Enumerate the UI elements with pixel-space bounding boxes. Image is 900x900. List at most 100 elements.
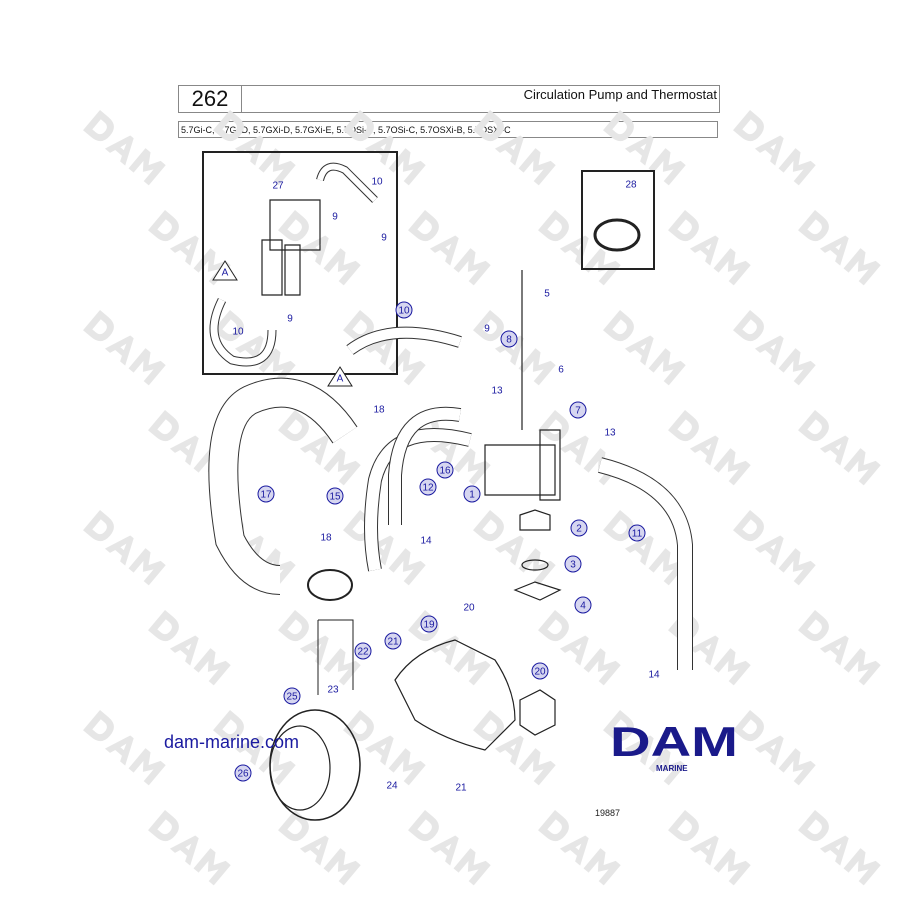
watermark-mark: [538, 210, 621, 286]
callout-circle: [384, 632, 402, 650]
watermark-mark: [668, 410, 751, 486]
callout-10: 10: [395, 301, 413, 319]
watermark-mark: [278, 610, 361, 686]
callout-13: 13: [604, 428, 616, 439]
callout-label: 10: [398, 306, 410, 317]
inset-box-fuel-pump: [202, 151, 398, 375]
callout-label: 9: [332, 212, 338, 223]
image-number: 19887: [595, 808, 621, 818]
callout-label: 12: [422, 483, 434, 494]
clamp-18: [307, 569, 353, 601]
callout-circle: [463, 485, 481, 503]
callout-12: 12: [419, 478, 437, 496]
watermark-mark: [408, 610, 491, 686]
leader-lines: [317, 619, 354, 695]
callout-circle: [395, 301, 413, 319]
watermark-mark: [83, 310, 166, 386]
callout-label: 23: [327, 685, 339, 696]
watermark-mark: [473, 310, 556, 386]
callout-26: 26: [234, 764, 252, 782]
watermark: [83, 110, 881, 886]
diagram-drawing: [202, 151, 693, 821]
callout-21: 21: [455, 783, 467, 794]
logo-subtitle: MARINE: [656, 764, 688, 773]
callout-label: 4: [580, 601, 586, 612]
callout-circle: [354, 642, 372, 660]
watermark-mark: [343, 310, 426, 386]
callout-18: 18: [320, 533, 332, 544]
callout-label: 26: [237, 769, 249, 780]
logo-text: DAM: [610, 722, 738, 762]
callout-circle: [257, 485, 275, 503]
o-ring: [521, 559, 549, 571]
callout-5: 5: [544, 289, 550, 300]
callout-2: 2: [570, 519, 588, 537]
callout-22: 22: [354, 642, 372, 660]
callout-label: 6: [558, 365, 564, 376]
hose-clamp-28: [593, 218, 641, 252]
callout-circle: [628, 524, 646, 542]
callout-label: A: [337, 374, 344, 385]
callout-label: 13: [604, 428, 616, 439]
watermark-mark: [148, 810, 231, 886]
watermark-mark: [473, 510, 556, 586]
pulley-inner: [269, 725, 331, 811]
watermark-mark: [668, 610, 751, 686]
website-link[interactable]: dam-marine.com: [164, 732, 300, 752]
callout-circle: [436, 461, 454, 479]
callout-label: 25: [286, 692, 298, 703]
thermostat-housing: [484, 429, 561, 501]
callout-24: 24: [386, 781, 398, 792]
callout-circle: [531, 662, 549, 680]
callout-10: 10: [371, 177, 383, 188]
callout-label: 17: [260, 490, 272, 501]
callout-label: 9: [381, 233, 387, 244]
callout-label: 10: [371, 177, 383, 188]
callout-8: 8: [500, 330, 518, 348]
watermark-mark: [278, 210, 361, 286]
triangle-marker-icon: [327, 366, 353, 387]
watermark-mark: [603, 310, 686, 386]
watermark-mark: [343, 710, 426, 786]
thermostat: [519, 509, 551, 531]
watermark-mark: [408, 210, 491, 286]
callout-14: 14: [420, 536, 432, 547]
callout-label: 14: [420, 536, 432, 547]
callout-label: 15: [329, 492, 341, 503]
callout-label: 20: [463, 603, 475, 614]
callout-circle: [234, 764, 252, 782]
watermark-mark: [798, 410, 881, 486]
callout-label: 5: [544, 289, 550, 300]
callout-label: 9: [287, 314, 293, 325]
callout-6: 6: [558, 365, 564, 376]
callout-label: 3: [570, 560, 576, 571]
callout-label: 2: [576, 524, 582, 535]
callout-23: 23: [327, 685, 339, 696]
watermark-mark: [733, 310, 816, 386]
watermark-mark: [278, 410, 361, 486]
callout-label: 20: [534, 667, 546, 678]
callout-9: 9: [332, 212, 338, 223]
callout-14: 14: [648, 670, 660, 681]
watermark-mark: [408, 810, 491, 886]
callout-label: 16: [439, 466, 451, 477]
watermark-mark: [668, 810, 751, 886]
callout-9: 9: [484, 324, 490, 335]
watermark-mark: [83, 110, 166, 186]
watermark-mark: [733, 710, 816, 786]
callout-17: 17: [257, 485, 275, 503]
callout-circle: [420, 615, 438, 633]
callout-circle: [569, 401, 587, 419]
watermark-mark: [213, 710, 296, 786]
callout-label: 11: [632, 529, 643, 540]
watermark-mark: [343, 110, 426, 186]
callout-circle: [574, 596, 592, 614]
dam-logo: DAM: [610, 722, 738, 762]
watermark-mark: [603, 510, 686, 586]
callout-label: 14: [648, 670, 660, 681]
callout-1: 1: [463, 485, 481, 503]
callout-9: 9: [287, 314, 293, 325]
watermark-mark: [733, 110, 816, 186]
watermark-mark: [148, 610, 231, 686]
